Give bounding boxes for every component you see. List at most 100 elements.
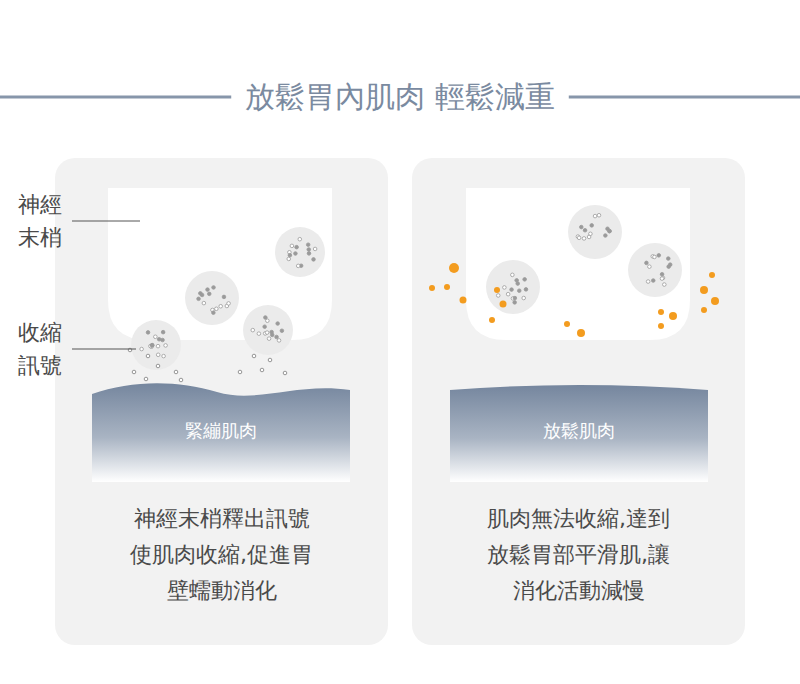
speckle bbox=[306, 243, 310, 247]
signal-speck bbox=[238, 370, 242, 374]
speckle bbox=[313, 247, 317, 251]
speckle bbox=[645, 261, 649, 265]
speckle bbox=[151, 343, 155, 347]
speckle bbox=[267, 337, 271, 341]
speckle bbox=[288, 253, 292, 257]
speckle bbox=[215, 307, 219, 311]
speckle bbox=[522, 296, 526, 300]
speckle bbox=[140, 347, 144, 351]
speckle bbox=[510, 288, 514, 292]
leader-line bbox=[72, 221, 140, 222]
food-blob bbox=[486, 260, 540, 314]
speckle bbox=[200, 293, 204, 297]
blocked-particle bbox=[700, 286, 708, 294]
title: 放鬆胃內肌肉 輕鬆減重 bbox=[0, 78, 800, 116]
speckle bbox=[154, 335, 158, 339]
speckle bbox=[264, 316, 268, 320]
blocked-particle bbox=[500, 301, 507, 308]
part-label: 神經末梢 bbox=[18, 188, 62, 254]
speckle bbox=[666, 257, 670, 261]
speckle bbox=[590, 224, 594, 228]
speckle bbox=[150, 343, 154, 347]
speckle bbox=[606, 227, 610, 231]
speckle bbox=[312, 258, 316, 262]
food-blob bbox=[243, 305, 293, 355]
speckle bbox=[202, 301, 206, 305]
signal-speck bbox=[268, 358, 272, 362]
food-blob bbox=[275, 227, 325, 277]
speckle bbox=[648, 265, 652, 269]
speckle bbox=[277, 339, 281, 343]
speckle bbox=[587, 235, 591, 239]
speckle bbox=[287, 257, 291, 261]
speckle bbox=[265, 331, 269, 335]
speckle bbox=[657, 254, 661, 258]
blocked-particle bbox=[669, 312, 677, 320]
speckle bbox=[251, 328, 255, 332]
signal-speck bbox=[179, 378, 183, 382]
speckle bbox=[523, 278, 527, 282]
title-rule bbox=[0, 96, 231, 99]
speckle bbox=[524, 288, 528, 292]
speckle bbox=[156, 353, 160, 357]
blocked-particle bbox=[564, 321, 570, 327]
blocked-particle bbox=[444, 284, 450, 290]
speckle bbox=[295, 245, 299, 249]
speckle bbox=[162, 354, 166, 358]
speckle bbox=[207, 292, 211, 296]
leader-line bbox=[72, 349, 136, 350]
speckle bbox=[275, 335, 279, 339]
signal-speck bbox=[174, 370, 178, 374]
blocked-particle bbox=[709, 272, 715, 278]
speckle bbox=[593, 214, 597, 218]
speckle bbox=[513, 301, 517, 305]
speckle bbox=[307, 252, 311, 256]
speckle bbox=[646, 280, 650, 284]
speckle bbox=[517, 289, 521, 293]
speckle bbox=[212, 311, 216, 315]
blocked-particle bbox=[711, 297, 719, 305]
speckle bbox=[161, 330, 165, 334]
speckle bbox=[156, 344, 160, 348]
speckle bbox=[516, 282, 520, 286]
food-blob bbox=[131, 320, 181, 370]
speckle bbox=[227, 302, 231, 306]
blocked-particle bbox=[429, 285, 435, 291]
speckle bbox=[206, 288, 210, 292]
band-label: 放鬆肌肉 bbox=[450, 418, 708, 444]
speckle bbox=[263, 325, 267, 329]
food-blob bbox=[628, 243, 682, 297]
speckle bbox=[219, 304, 223, 308]
panel-caption: 神經末梢釋出訊號 使肌肉收縮,促進胃 壁蠕動消化 bbox=[124, 501, 320, 609]
signal-speck bbox=[146, 354, 150, 358]
blocked-particle bbox=[460, 297, 467, 304]
food-blob bbox=[185, 271, 239, 325]
part-label: 收縮訊號 bbox=[18, 316, 62, 382]
speckle bbox=[290, 244, 294, 248]
signal-speck bbox=[144, 377, 148, 381]
food-blob bbox=[568, 205, 622, 259]
speckle bbox=[651, 279, 655, 283]
speckle bbox=[157, 337, 161, 341]
speckle bbox=[197, 297, 201, 301]
speckle bbox=[597, 213, 601, 217]
speckle bbox=[667, 265, 671, 269]
speckle bbox=[577, 236, 581, 240]
speckle bbox=[496, 294, 500, 298]
speckle bbox=[146, 331, 150, 335]
signal-speck bbox=[252, 354, 256, 358]
speckle bbox=[506, 292, 510, 296]
speckle bbox=[280, 329, 284, 333]
speckle bbox=[583, 228, 587, 232]
speckle bbox=[580, 225, 584, 229]
speckle bbox=[653, 255, 657, 259]
speckle bbox=[307, 248, 311, 252]
speckle bbox=[212, 286, 216, 290]
stomach-cup bbox=[108, 188, 332, 340]
blocked-particle bbox=[701, 307, 707, 313]
speckle bbox=[511, 273, 515, 277]
muscle-band: 放鬆肌肉 bbox=[450, 380, 708, 482]
title-rule bbox=[569, 96, 800, 99]
speckle bbox=[660, 272, 664, 276]
muscle-band: 緊繃肌肉 bbox=[92, 380, 350, 482]
